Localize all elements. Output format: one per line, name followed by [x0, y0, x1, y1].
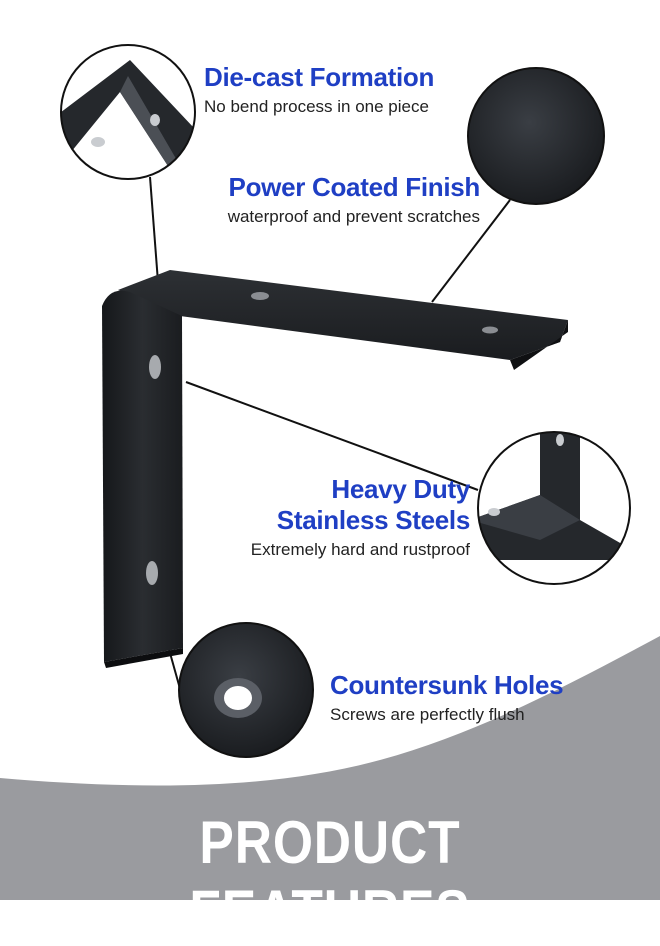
detail-circle-countersunk [178, 622, 314, 758]
feature-title: Die-cast Formation [204, 62, 435, 92]
feature-title: Power Coated Finish [228, 172, 481, 202]
feature-title: Heavy Duty [331, 474, 470, 504]
product-illustration [0, 44, 660, 900]
detail-circle-heavy-duty [477, 431, 631, 585]
detail-circle-finish [467, 67, 605, 205]
feature-description: Extremely hard and rustproof [250, 540, 470, 559]
banner-background [0, 636, 660, 900]
l-bracket [102, 270, 568, 668]
feature-description: Screws are perfectly flush [330, 705, 525, 724]
detail-circle-diecast [60, 44, 196, 180]
feature-title-line2: Stainless Steels [276, 505, 471, 535]
feature-finish: Power Coated Finish waterproof and preve… [227, 172, 481, 228]
feature-diecast: Die-cast Formation No bend process in on… [204, 62, 434, 118]
connector-lines [149, 176, 511, 704]
feature-title: Countersunk Holes [330, 670, 564, 700]
feature-heavy-duty: Heavy Duty Stainless Steels Extremely ha… [250, 474, 471, 561]
feature-countersunk: Countersunk Holes Screws are perfectly f… [330, 670, 564, 726]
feature-description: waterproof and prevent scratches [227, 207, 480, 226]
banner-title: PRODUCT FEATURES [189, 809, 471, 945]
feature-description: No bend process in one piece [204, 97, 429, 116]
